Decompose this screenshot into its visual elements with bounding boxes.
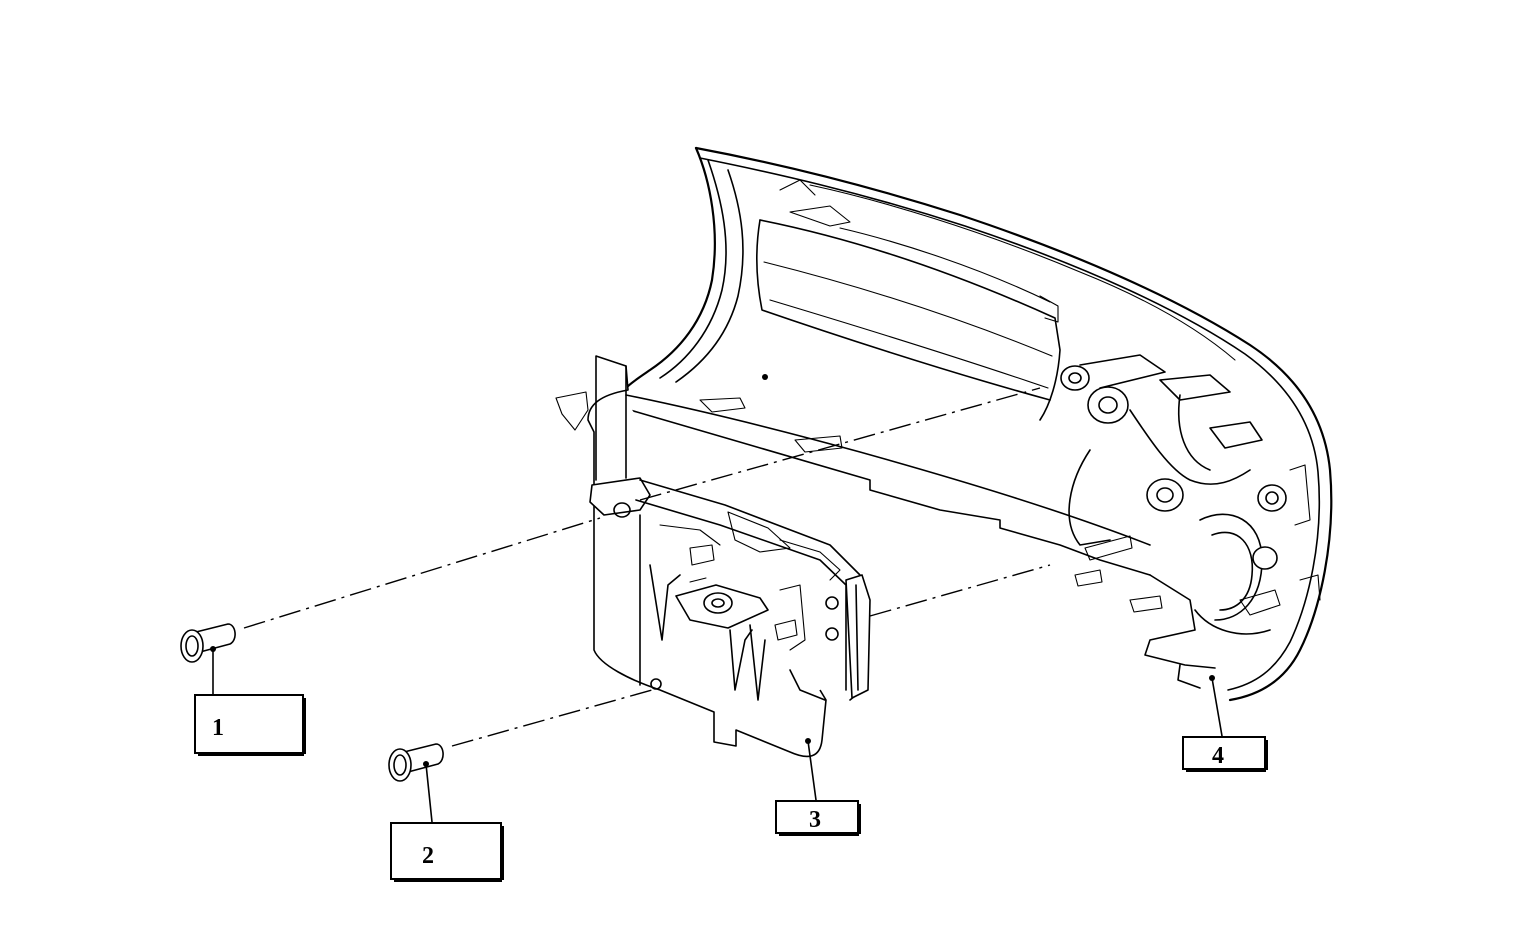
- callout-label-2: 2: [422, 843, 434, 869]
- fastener-lower-drawing: [388, 743, 444, 782]
- fastener-upper-drawing: [180, 623, 236, 663]
- callout-label-1: 1: [212, 715, 224, 741]
- callout-label-3: 3: [809, 807, 821, 833]
- callout-label-4: 4: [1212, 743, 1224, 769]
- bracket-plate-drawing: [555, 355, 871, 758]
- handle-housing-drawing: [624, 146, 1333, 702]
- callout-box-3: 3: [775, 800, 861, 836]
- callout-box-2: 2: [390, 822, 504, 882]
- callout-box-4: 4: [1182, 736, 1268, 772]
- callout-box-1: 1: [194, 694, 306, 756]
- callout-leader-lines: [212, 648, 1223, 823]
- assembly-center-lines: [243, 387, 1051, 747]
